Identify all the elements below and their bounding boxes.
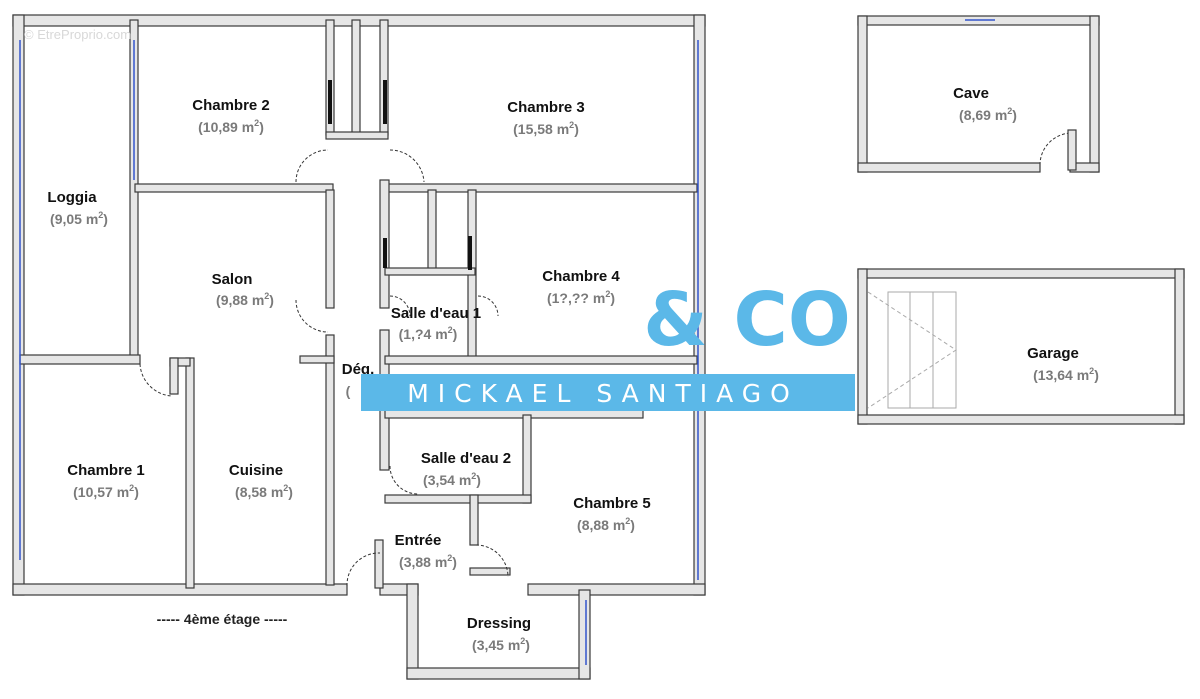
room-area-salle-eau-2: (3,54 m2)	[423, 471, 481, 488]
room-area-loggia: (9,05 m2)	[50, 210, 108, 227]
room-area-degagement: (	[346, 383, 351, 399]
garage-walls	[857, 268, 1185, 425]
room-area-chambre-1: (10,57 m2)	[73, 483, 139, 500]
room-name-chambre-5: Chambre 5	[573, 495, 651, 512]
room-area-chambre-5: (8,88 m2)	[577, 516, 635, 533]
logo-band	[361, 374, 855, 411]
floor-label: ----- 4ème étage -----	[157, 611, 288, 627]
room-area-salon: (9,88 m2)	[216, 291, 274, 308]
room-area-cuisine: (8,58 m2)	[235, 483, 293, 500]
room-name-chambre-4: Chambre 4	[542, 268, 620, 285]
room-area-chambre-3: (15,58 m2)	[513, 120, 579, 137]
watermark-text: © EtreProprio.com	[24, 27, 131, 42]
room-area-garage: (13,64 m2)	[1033, 366, 1099, 383]
windows	[19, 40, 699, 665]
room-area-salle-eau-1: (1,?4 m2)	[399, 325, 458, 342]
room-name-chambre-3: Chambre 3	[507, 99, 585, 116]
room-area-entree: (3,88 m2)	[399, 553, 457, 570]
closet-marks	[328, 80, 472, 270]
walls	[12, 14, 706, 680]
room-name-dressing: Dressing	[467, 615, 531, 632]
room-name-degagement: Dég.	[342, 361, 375, 378]
room-name-salon: Salon	[212, 271, 253, 288]
room-name-cuisine: Cuisine	[229, 462, 283, 479]
room-name-salle-eau-2: Salle d'eau 2	[421, 450, 511, 467]
room-area-cave: (8,69 m2)	[959, 106, 1017, 123]
room-name-loggia: Loggia	[47, 189, 97, 206]
doors	[139, 132, 1073, 587]
room-area-chambre-2: (10,89 m2)	[198, 118, 264, 135]
room-name-chambre-2: Chambre 2	[192, 97, 270, 114]
room-name-cave: Cave	[953, 85, 989, 102]
room-name-entree: Entrée	[395, 532, 442, 549]
room-name-chambre-1: Chambre 1	[67, 462, 145, 479]
agency-logo: & CO MICKAEL SANTIAGO	[361, 277, 855, 411]
room-area-dressing: (3,45 m2)	[472, 636, 530, 653]
room-area-chambre-4: (1?,?? m2)	[547, 289, 615, 306]
logo-sub-text: MICKAEL SANTIAGO	[407, 379, 799, 408]
logo-main-text: & CO	[643, 277, 851, 363]
room-labels: Chambre 2 (10,89 m2) Chambre 3 (15,58 m2…	[47, 85, 1098, 653]
room-name-salle-eau-1: Salle d'eau 1	[391, 305, 481, 322]
room-name-garage: Garage	[1027, 345, 1079, 362]
garage-stairs	[867, 291, 957, 409]
